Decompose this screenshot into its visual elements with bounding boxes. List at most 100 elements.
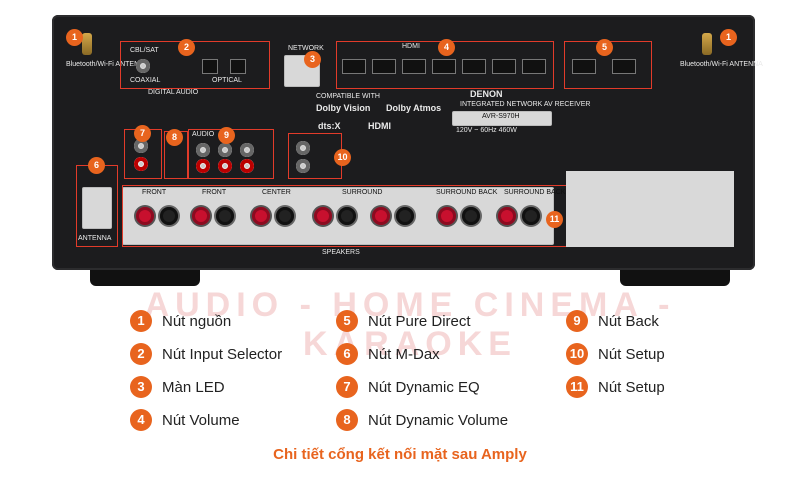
watermark: AUDIO - HOME CINEMA - KARAOKE [144, 286, 676, 363]
digital-audio-group [120, 41, 270, 89]
legend-number: 4 [130, 409, 152, 431]
legend: 1 Nút nguồn 2 Nút Input Selector 3 Màn L… [0, 300, 800, 450]
callout-1-left: 1 [66, 29, 83, 46]
hdmi-out-2 [612, 59, 636, 74]
pre-out-jack-1 [296, 141, 310, 155]
caption: Chi tiết cổng kết nối mặt sau Amply [273, 446, 527, 463]
legend-item-8: 8 Nút Dynamic Volume [336, 409, 508, 431]
rca-jack-7a [134, 139, 148, 153]
legend-label: Nút Back [598, 312, 659, 330]
legend-item-2: 2 Nút Input Selector [130, 343, 282, 365]
compatible-label: COMPATIBLE WITH [316, 93, 380, 100]
legend-label: Nút M-Dax [368, 345, 440, 363]
legend-label: Nút Volume [162, 411, 240, 429]
optical-label: OPTICAL [212, 77, 242, 84]
callout-11: 11 [546, 211, 563, 228]
center-label: CENTER [262, 189, 291, 196]
rca-jack-9b [196, 159, 210, 173]
rca-jack-9d [218, 159, 232, 173]
hdmi-in-6 [492, 59, 516, 74]
legend-number: 2 [130, 343, 152, 365]
cbl-sat-label: CBL/SAT [130, 47, 159, 54]
hdmi-in-5 [462, 59, 486, 74]
front-label-1: FRONT [142, 189, 167, 196]
hdmi-in-3 [402, 59, 426, 74]
callout-2: 2 [178, 39, 195, 56]
optical-port-2 [230, 59, 246, 74]
legend-label: Nút Setup [598, 345, 665, 363]
legend-item-11: 11 Nút Setup [566, 376, 665, 398]
power-rating: 120V ~ 60Hz 460W [456, 127, 517, 134]
audio-label: AUDIO [192, 131, 215, 138]
rca-jack-9c [218, 143, 232, 157]
model-number: AVR-S970H [482, 113, 520, 120]
speaker-post-3 [192, 207, 210, 225]
front-label-2: FRONT [202, 189, 227, 196]
legend-number: 7 [336, 376, 358, 398]
network-label: NETWORK [288, 45, 324, 52]
warning-sticker [566, 171, 734, 247]
legend-number: 9 [566, 310, 588, 332]
network-port [284, 55, 320, 87]
speaker-post-1 [136, 207, 154, 225]
legend-label: Nút nguồn [162, 312, 232, 330]
legend-item-1: 1 Nút nguồn [130, 310, 231, 332]
speaker-post-7 [314, 207, 332, 225]
speaker-post-6 [276, 207, 294, 225]
legend-number: 10 [566, 343, 588, 365]
legend-item-6: 6 Nút M-Dax [336, 343, 440, 365]
speakers-label: SPEAKERS [322, 249, 360, 256]
callout-7: 7 [134, 125, 151, 142]
pre-out-jack-2 [296, 159, 310, 173]
coaxial-jack [136, 59, 150, 73]
surround-back-label-2: SURROUND BACK [504, 189, 566, 196]
rca-jack-9a [196, 143, 210, 157]
hdmi-in-4 [432, 59, 456, 74]
speaker-post-12 [462, 207, 480, 225]
legend-label: Nút Dynamic EQ [368, 378, 480, 396]
speaker-post-14 [522, 207, 540, 225]
brand-name: DENON [470, 89, 503, 99]
legend-number: 3 [130, 376, 152, 398]
model-plate [452, 111, 552, 126]
legend-number: 5 [336, 310, 358, 332]
dolby-vision-logo: Dolby Vision [316, 103, 371, 113]
hdmi-out-1 [572, 59, 596, 74]
right-antenna-connector [702, 33, 712, 55]
surround-back-label-1: SURROUND BACK [436, 189, 498, 196]
legend-item-5: 5 Nút Pure Direct [336, 310, 471, 332]
coaxial-label: COAXIAL [130, 77, 161, 84]
dtsx-logo: dts:X [318, 121, 341, 131]
legend-item-9: 9 Nút Back [566, 310, 659, 332]
speaker-post-13 [498, 207, 516, 225]
callout-5: 5 [596, 39, 613, 56]
legend-number: 1 [130, 310, 152, 332]
callout-9: 9 [218, 127, 235, 144]
hdmi-in-1 [342, 59, 366, 74]
optical-port-1 [202, 59, 218, 74]
fm-am-terminal [82, 187, 112, 229]
legend-label: Nút Input Selector [162, 345, 283, 363]
digital-audio-label: DIGITAL AUDIO [148, 89, 199, 96]
legend-number: 11 [566, 376, 588, 398]
legend-label: Màn LED [162, 378, 225, 396]
speaker-post-2 [160, 207, 178, 225]
legend-number: 8 [336, 409, 358, 431]
surround-label: SURROUND [342, 189, 383, 196]
legend-item-4: 4 Nút Volume [130, 409, 240, 431]
receiver-rear-panel: Bluetooth/Wi-Fi ANTENNA Bluetooth/Wi-Fi … [52, 15, 763, 270]
brand-subtitle: INTEGRATED NETWORK AV RECEIVER [460, 101, 591, 108]
callout-8: 8 [166, 129, 183, 146]
dolby-atmos-logo: Dolby Atmos [386, 103, 442, 113]
speaker-post-8 [338, 207, 356, 225]
callout-1-right: 1 [720, 29, 737, 46]
right-antenna-label: Bluetooth/Wi-Fi ANTENNA [680, 61, 763, 68]
callout-6: 6 [88, 157, 105, 174]
left-antenna-label: Bluetooth/Wi-Fi ANTENNA [66, 61, 149, 68]
legend-number: 6 [336, 343, 358, 365]
left-antenna-connector [82, 33, 92, 55]
legend-label: Nút Setup [598, 378, 665, 396]
legend-item-7: 7 Nút Dynamic EQ [336, 376, 480, 398]
speaker-post-10 [396, 207, 414, 225]
